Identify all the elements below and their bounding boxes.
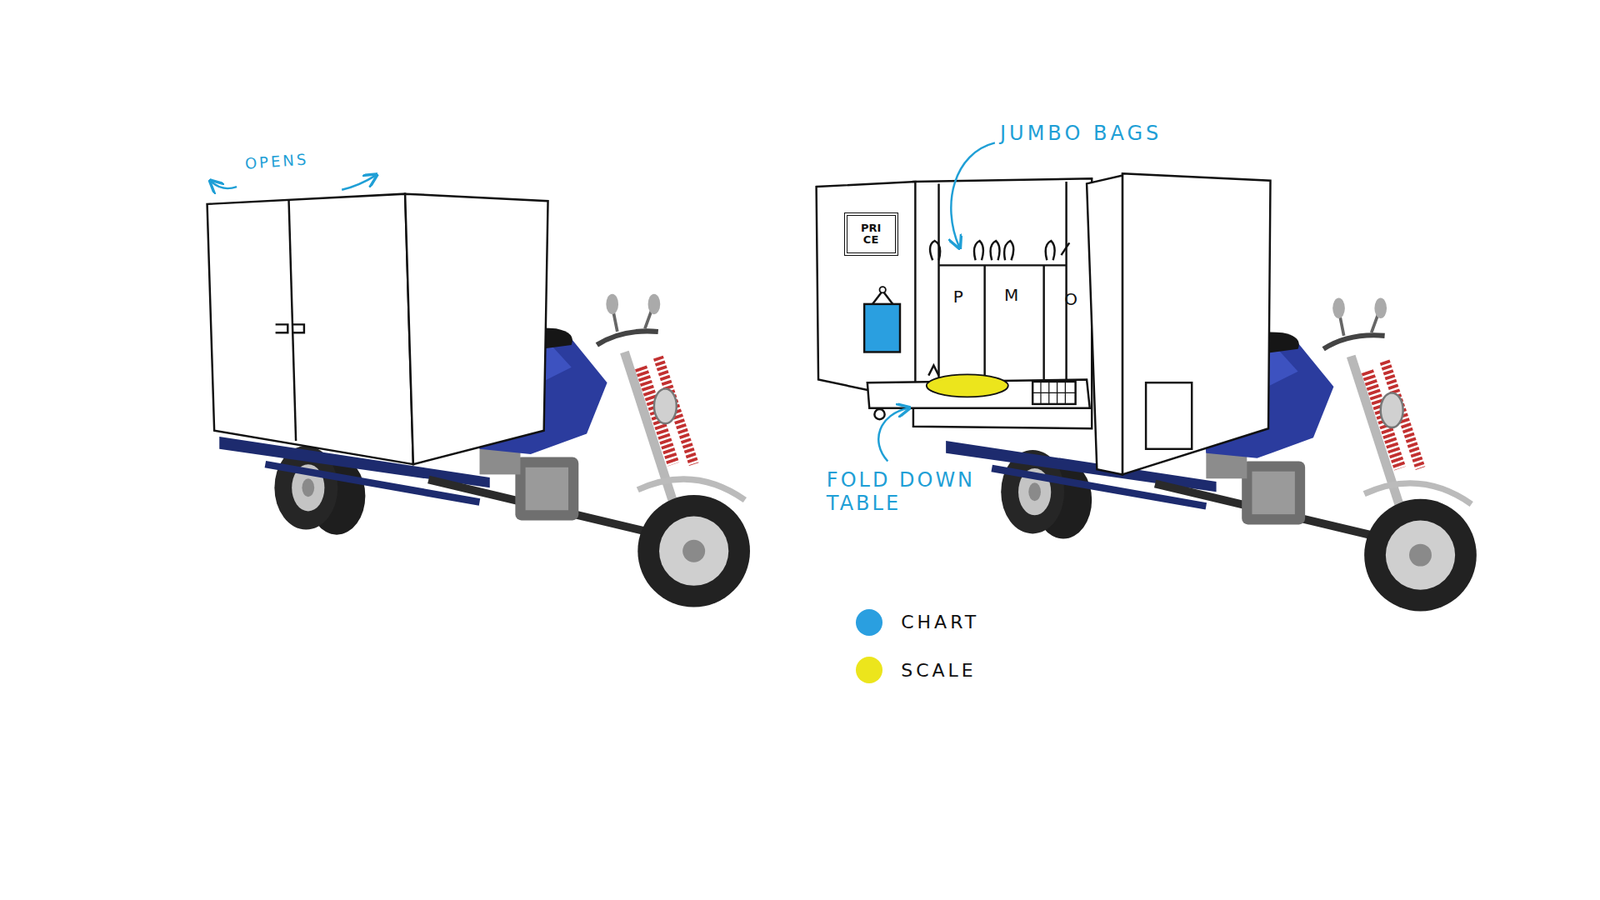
sketch-part [405, 194, 548, 465]
price-sign: PRI CE [844, 212, 899, 257]
sketch-part [1122, 173, 1271, 475]
sign-text: PRI CE [860, 222, 881, 245]
sketch-part [930, 240, 1070, 260]
sketch-part [341, 175, 375, 190]
sketch-part [874, 409, 885, 420]
sketch-part [926, 374, 1009, 397]
bin-letter: P [953, 287, 964, 307]
sketch-part [939, 181, 1067, 380]
sketch-part [950, 142, 995, 247]
callout-label: FOLD DOWN TABLE [826, 469, 994, 515]
bin-letter: O [1064, 290, 1078, 310]
legend-swatch [855, 656, 883, 684]
sketch-part [275, 324, 305, 333]
bin-letter: M [1004, 285, 1019, 305]
legend-text: SCALE [900, 660, 977, 681]
sketch-part [913, 178, 1092, 429]
sketch-part [1032, 381, 1075, 405]
sketch-part [210, 181, 237, 189]
sketch-part [816, 181, 916, 400]
sketch-part [1145, 382, 1192, 450]
callout-label: OPENS [244, 150, 310, 173]
sketch-part [1086, 175, 1123, 475]
legend-swatch [855, 609, 883, 636]
sketch-part [864, 304, 900, 353]
sketch-part [1032, 381, 1075, 405]
sketch-part [207, 194, 414, 465]
callout-label: JUMBO BAGS [1000, 122, 1162, 146]
sketch-part [289, 200, 297, 441]
legend-text: CHART [900, 611, 980, 633]
sketch-part [880, 286, 886, 293]
sketch-part [878, 408, 909, 462]
sketch-part [928, 365, 939, 375]
